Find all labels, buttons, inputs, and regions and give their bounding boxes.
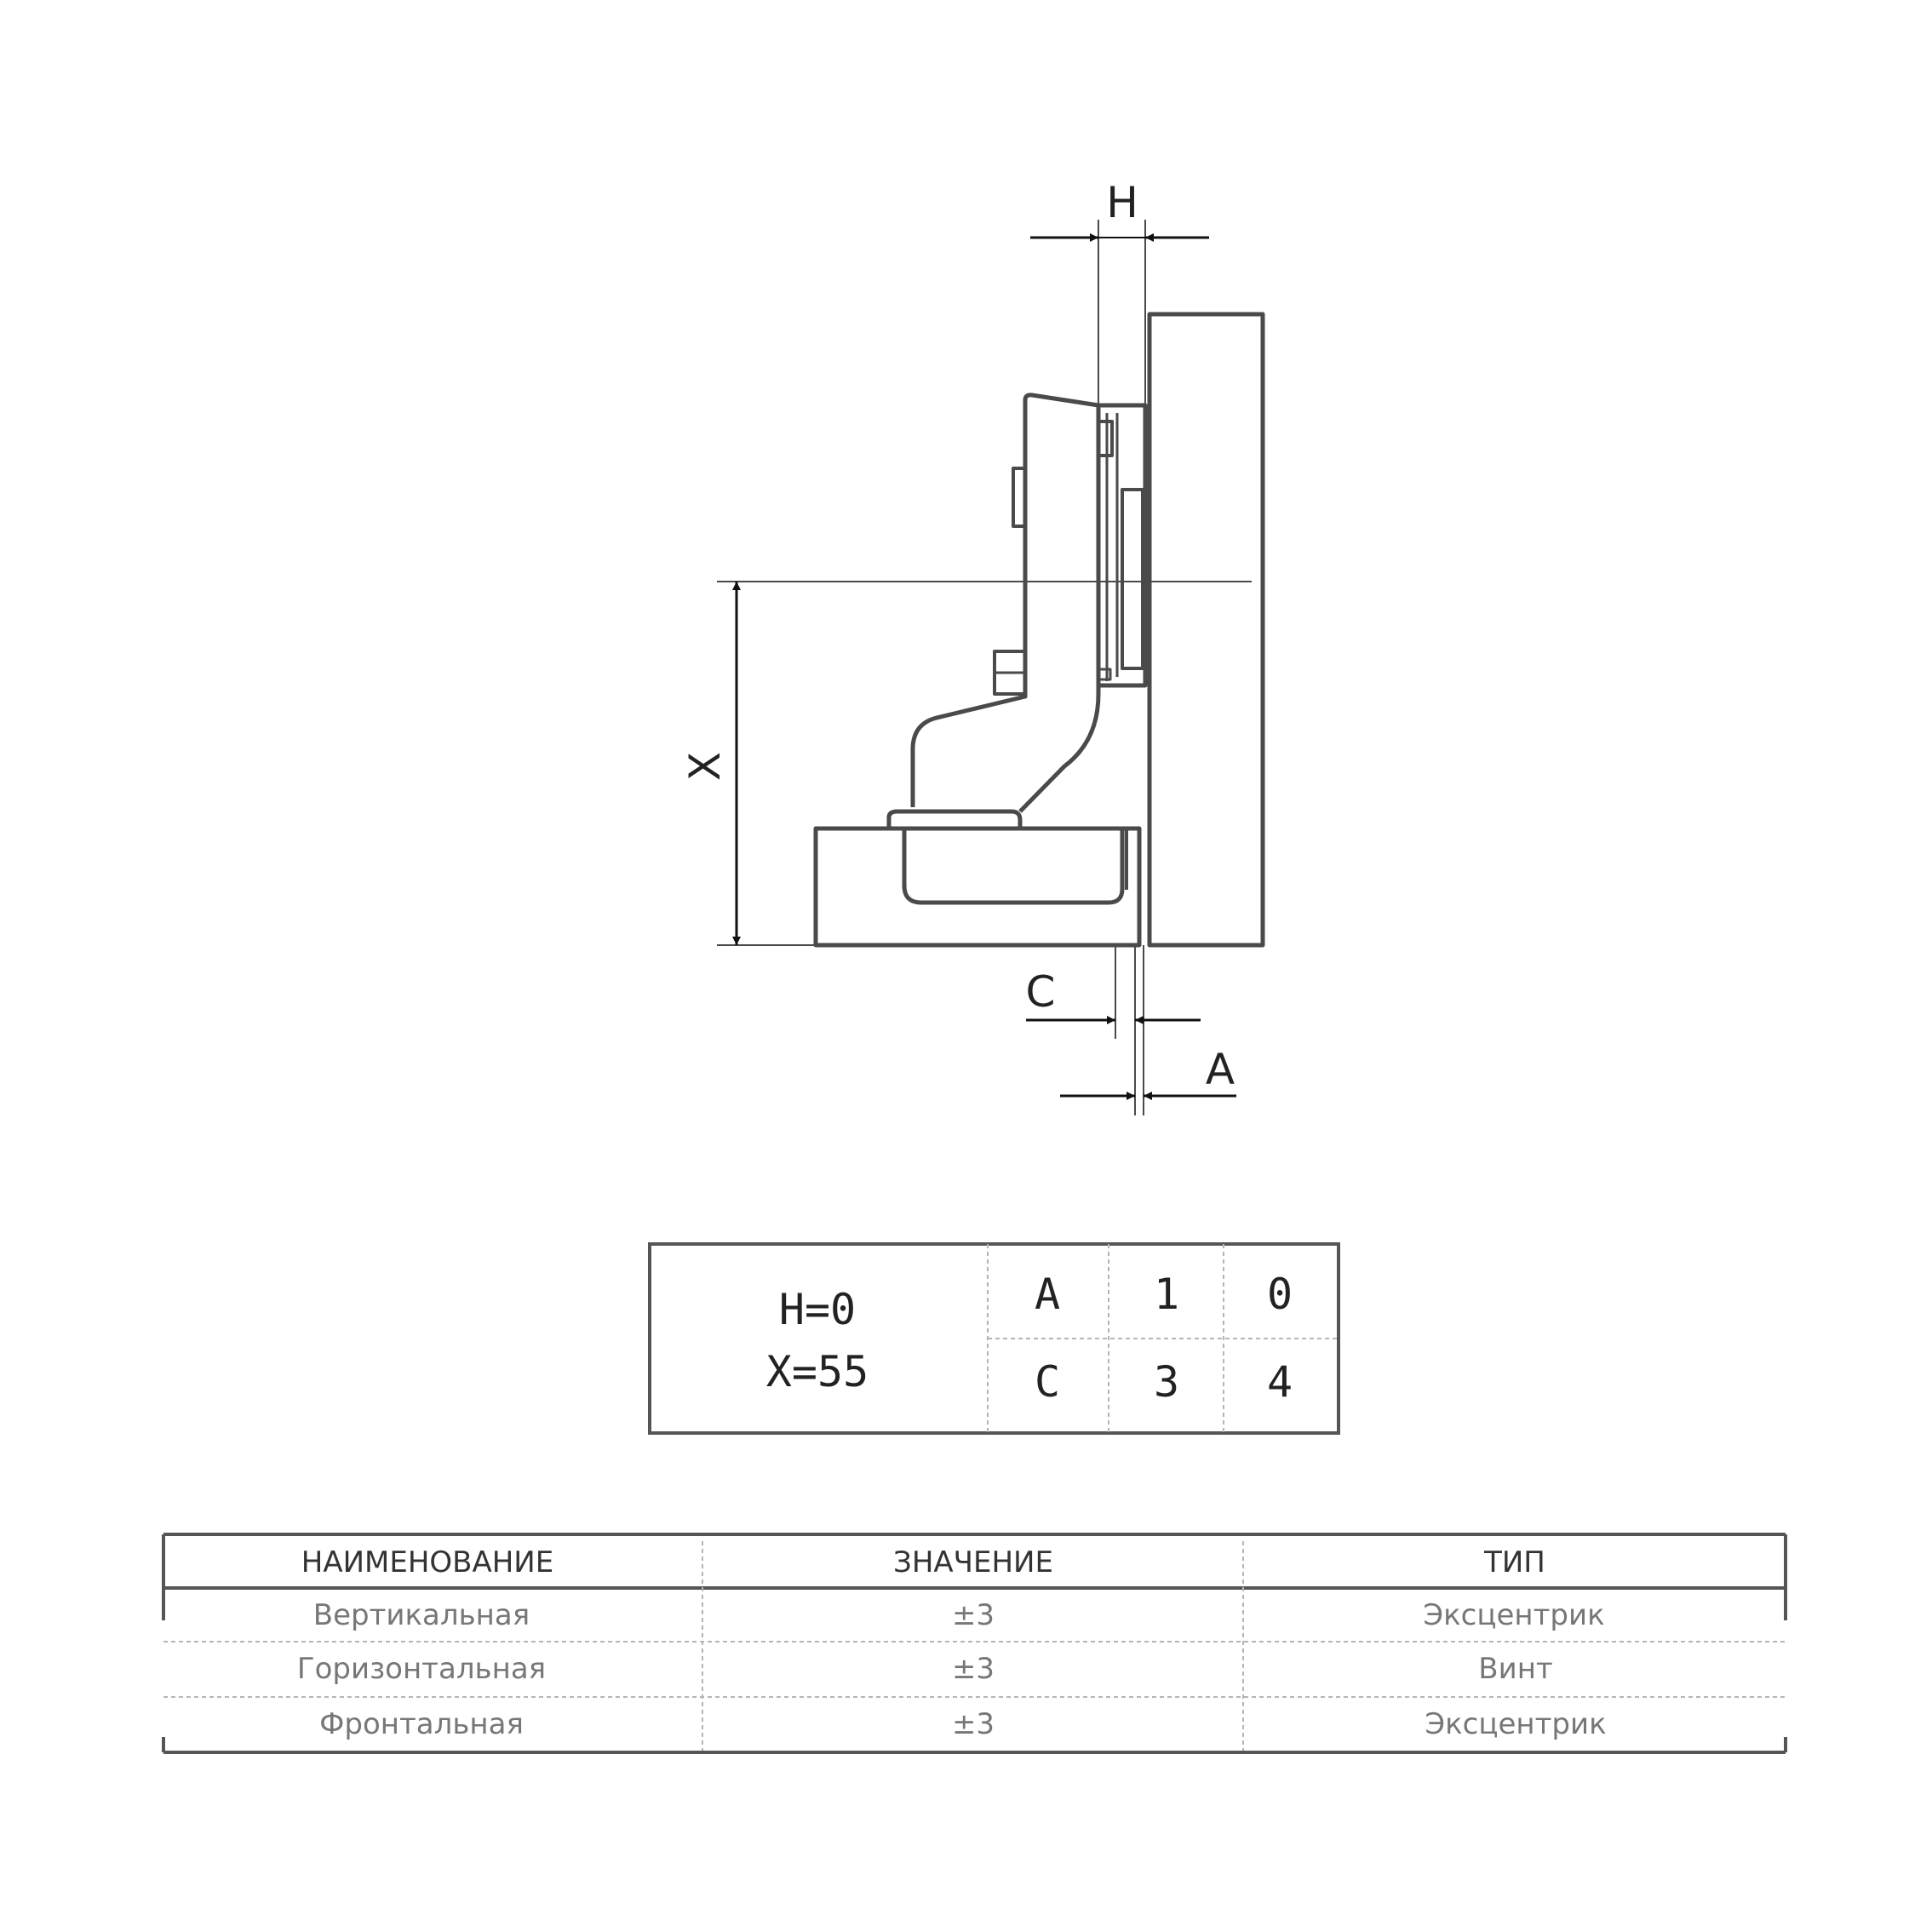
dimension-c-label: C <box>1026 967 1056 1017</box>
settings-box: H=0 X=55 A 1 0 C 3 4 <box>648 1242 1340 1435</box>
setting-c-param: C <box>1035 1357 1060 1407</box>
table-row-3-value: ±3 <box>952 1707 995 1741</box>
table-row-1-name: Вертикальная <box>313 1598 530 1632</box>
dimension-lines <box>717 220 1252 1115</box>
setting-a-param: A <box>1035 1270 1060 1319</box>
hinge-cup <box>902 830 1125 905</box>
table-row-1-value: ±3 <box>952 1598 995 1632</box>
setting-h-value: H=0 <box>779 1285 856 1334</box>
setting-a-v2: 0 <box>1267 1270 1293 1319</box>
table-header-type: ТИП <box>1483 1545 1545 1579</box>
setting-c-v2: 4 <box>1267 1357 1293 1407</box>
table-row-2-value: ±3 <box>952 1652 995 1686</box>
door-panel <box>1147 312 1265 948</box>
table-header-value: ЗНАЧЕНИЕ <box>893 1545 1053 1579</box>
table-row-1-type: Эксцентрик <box>1423 1598 1604 1632</box>
hinge-cross-section <box>813 312 1265 948</box>
adjustment-table: НАИМЕНОВАНИЕ ЗНАЧЕНИЕ ТИП Вертикальная ±… <box>162 1533 1787 1754</box>
table-row-3-name: Фронтальная <box>319 1707 524 1741</box>
dimension-h-label: H <box>1106 178 1138 227</box>
setting-x-value: X=55 <box>766 1347 869 1396</box>
setting-c-v1: 3 <box>1154 1357 1179 1407</box>
setting-a-v1: 1 <box>1154 1270 1179 1319</box>
table-row-3-type: Эксцентрик <box>1425 1707 1606 1741</box>
dimension-a-label: A <box>1206 1045 1235 1094</box>
mounting-plate <box>1098 403 1148 688</box>
dimension-x-label: X <box>680 752 730 781</box>
table-row-2-type: Винт <box>1478 1652 1552 1686</box>
table-header-name: НАИМЕНОВАНИЕ <box>301 1545 553 1579</box>
dimension-arrows <box>732 233 1236 1100</box>
cabinet-side-panel <box>813 826 1142 948</box>
table-row-2-name: Горизонтальная <box>297 1652 546 1686</box>
hinge-arm <box>910 393 1101 813</box>
